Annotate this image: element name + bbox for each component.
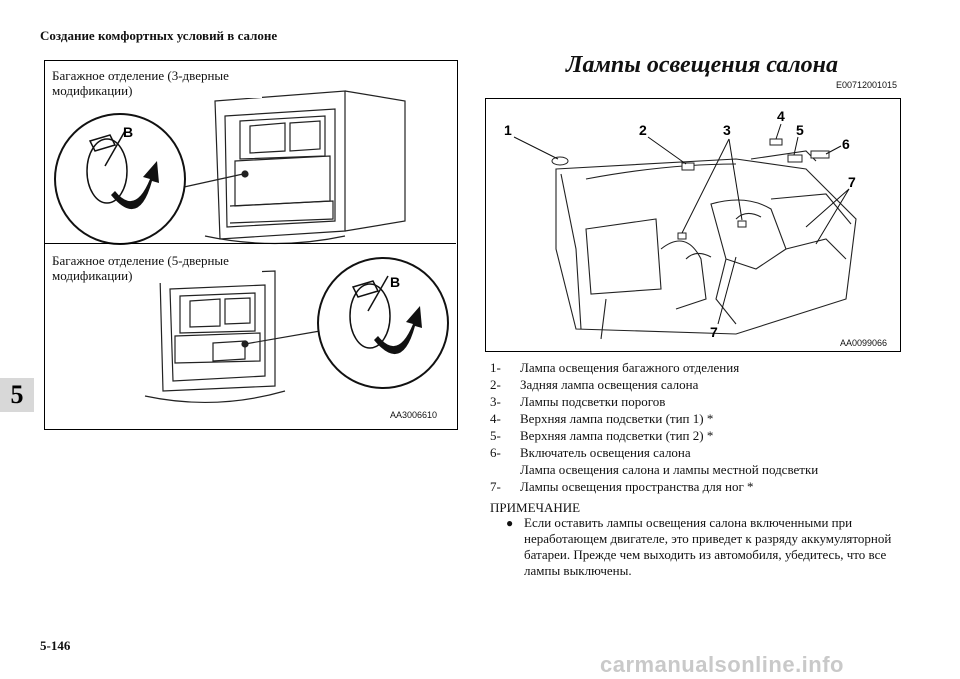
legend-item: 3-Лампы подсветки порогов xyxy=(490,394,666,409)
watermark: carmanualsonline.info xyxy=(600,652,844,677)
page-header: Создание комфортных условий в салоне xyxy=(40,28,278,43)
callout-5: 5 xyxy=(796,122,804,138)
callout-3: 3 xyxy=(723,122,731,138)
figure-code-left: AA3006610 xyxy=(390,410,438,420)
callout-2: 2 xyxy=(639,122,647,138)
page-number: 5-146 xyxy=(40,638,71,653)
legend-item: 1-Лампа освещения багажного отделения xyxy=(490,360,740,375)
callout-4: 4 xyxy=(777,108,785,124)
interior-illustration: 1 2 3 4 5 6 7 7 xyxy=(504,108,857,340)
caption-3-door: Багажное отделение (3-дверные модификаци… xyxy=(52,68,262,98)
bullet-icon: ● xyxy=(506,516,514,530)
legend-item: 5-Верхняя лампа подсветки (тип 2) * xyxy=(490,428,714,443)
section-title: Лампы освещения салона xyxy=(566,52,838,78)
callout-7-top: 7 xyxy=(848,174,856,190)
figure-code-right: AA0099066 xyxy=(840,338,888,348)
interior-figure: 1 2 3 4 5 6 7 7 xyxy=(485,98,901,352)
legend-item: 4-Верхняя лампа подсветки (тип 1) * xyxy=(490,411,714,426)
marker-b-bottom: B xyxy=(390,274,400,290)
callout-1: 1 xyxy=(504,122,512,138)
caption-5-door: Багажное отделение (5-дверные модификаци… xyxy=(52,253,262,283)
legend-item: 2-Задняя лампа освещения салона xyxy=(490,377,699,392)
figure-divider xyxy=(44,243,456,244)
legend-item: 7-Лампы освещения пространства для ног * xyxy=(490,479,754,494)
legend-item: 6-Включатель освещения салона xyxy=(490,445,691,460)
note-text: Если оставить лампы освещения салона вкл… xyxy=(524,515,892,578)
callout-6: 6 xyxy=(842,136,850,152)
note-heading: ПРИМЕЧАНИЕ xyxy=(490,500,581,515)
note-body: ● Если оставить лампы освещения салона в… xyxy=(506,515,906,579)
marker-b-top: B xyxy=(123,124,133,140)
legend-item-sub: Лампа освещения салона и лампы местной п… xyxy=(520,462,819,477)
trunk-illustration: B B xyxy=(54,90,449,404)
section-tab: 5 xyxy=(0,378,34,412)
trunk-figure: B B xyxy=(44,60,458,430)
callout-7-bottom: 7 xyxy=(710,324,718,340)
lamp-legend: 1-Лампа освещения багажного отделения 2-… xyxy=(490,360,910,496)
title-code: E00712001015 xyxy=(836,80,898,90)
